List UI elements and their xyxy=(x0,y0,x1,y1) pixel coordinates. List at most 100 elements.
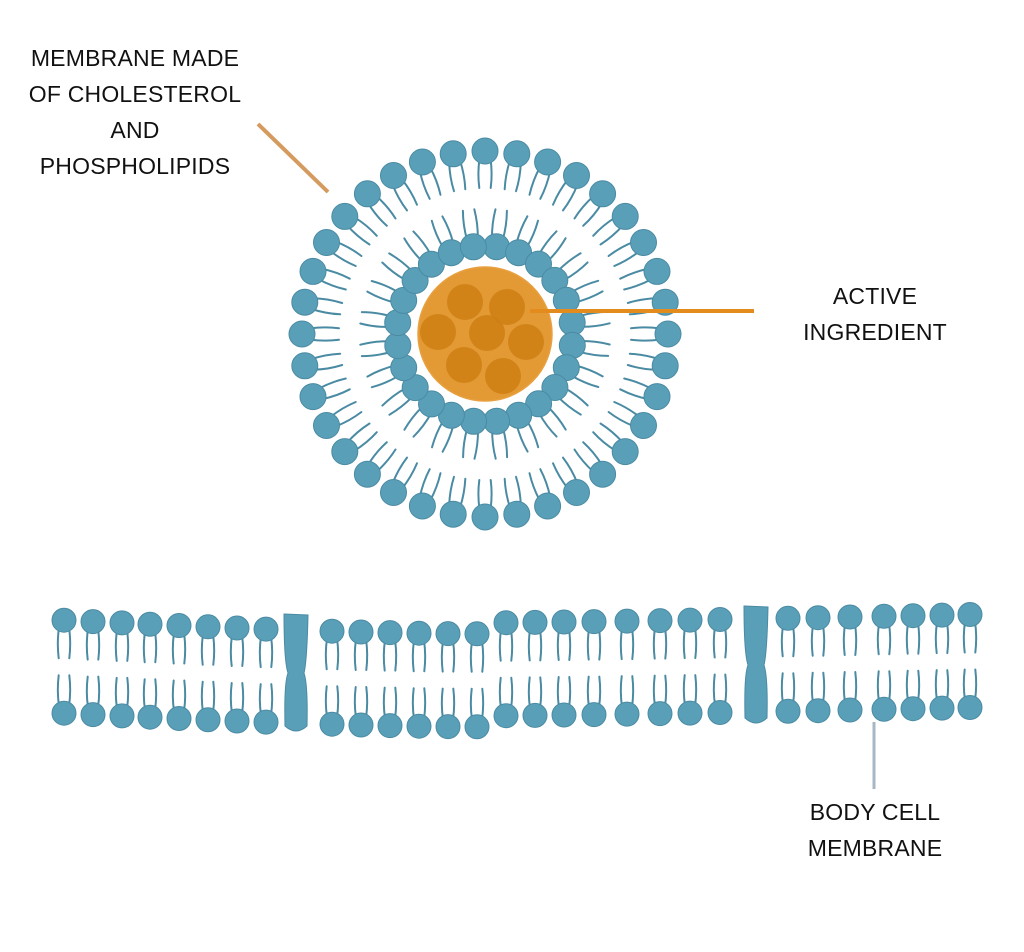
phospholipid-tail xyxy=(423,687,427,720)
phospholipid-tail xyxy=(664,626,668,660)
phospholipid xyxy=(348,686,374,738)
phospholipid-head xyxy=(647,608,673,634)
phospholipid-tail xyxy=(510,628,514,662)
phospholipid-tail xyxy=(724,625,728,659)
phospholipid-head xyxy=(534,492,562,520)
phospholipid xyxy=(493,610,519,662)
body-cell-membrane-label: BODY CELL MEMBRANE xyxy=(770,794,980,866)
phospholipid-tail xyxy=(365,638,369,671)
phospholipid-tail xyxy=(810,671,814,705)
phospholipid xyxy=(626,352,679,380)
phospholipid xyxy=(353,180,397,227)
phospholipid-tail xyxy=(527,628,531,662)
phospholipid-head xyxy=(353,180,381,208)
phospholipid-head xyxy=(137,611,163,637)
phospholipid xyxy=(493,676,519,729)
phospholipid-head xyxy=(313,412,340,439)
phospholipid-tail xyxy=(712,673,716,707)
phospholipid-tail xyxy=(336,685,340,718)
phospholipid xyxy=(406,687,432,739)
phospholipid xyxy=(871,670,897,722)
phospholipid-head xyxy=(471,137,499,165)
active-ingredient-label-line: ACTIVE xyxy=(832,283,918,309)
phospholipid-tail xyxy=(694,626,698,660)
active-ingredient-particle xyxy=(508,324,544,360)
phospholipid-tail xyxy=(682,674,686,707)
phospholipid-tail xyxy=(469,687,473,721)
phospholipid-tail xyxy=(85,627,89,661)
phospholipid xyxy=(581,675,607,728)
phospholipid-tail xyxy=(382,686,386,720)
phospholipid-tail xyxy=(336,637,340,671)
phospholipid-head xyxy=(611,438,639,466)
active-ingredient-label-line: INGREDIENT xyxy=(803,319,947,345)
phospholipid-head xyxy=(707,607,733,632)
liposome-outer-layer xyxy=(288,137,682,531)
active-ingredient-particle xyxy=(489,289,525,325)
phospholipid xyxy=(299,257,351,291)
phospholipid-tail xyxy=(353,638,357,671)
phospholipid-tail xyxy=(792,624,796,658)
phospholipid-head xyxy=(871,603,897,629)
phospholipid-head xyxy=(647,701,673,727)
phospholipid xyxy=(614,608,640,661)
phospholipid-head xyxy=(384,332,412,360)
phospholipid-head xyxy=(80,702,106,728)
phospholipid xyxy=(957,602,983,654)
phospholipid xyxy=(299,377,351,411)
membrane-label-line: AND xyxy=(110,117,160,143)
phospholipid xyxy=(459,208,487,261)
phospholipid xyxy=(408,148,442,200)
phospholipid-head xyxy=(483,407,511,435)
phospholipid-tail xyxy=(229,682,233,715)
phospholipid-head xyxy=(109,703,135,729)
phospholipid-tail xyxy=(498,676,502,710)
phospholipid-head xyxy=(589,460,617,488)
phospholipid xyxy=(377,620,403,672)
phospholipid xyxy=(471,137,499,189)
phospholipid-tail xyxy=(631,675,635,708)
active-ingredient-label: ACTIVE INGREDIENT xyxy=(770,278,980,350)
phospholipid-head xyxy=(299,257,327,285)
phospholipid-head xyxy=(377,713,403,739)
phospholipid-head xyxy=(493,610,519,636)
phospholipid xyxy=(551,609,577,661)
phospholipid-tail xyxy=(258,635,262,669)
phospholipid xyxy=(109,610,135,662)
phospholipid-tail xyxy=(682,626,686,660)
phospholipid-head xyxy=(775,605,801,631)
phospholipid-tail xyxy=(586,675,590,709)
phospholipid-head xyxy=(525,250,552,278)
phospholipid-tail xyxy=(365,686,369,719)
phospholipid xyxy=(541,252,589,294)
phospholipid-tail xyxy=(126,676,130,710)
phospholipid xyxy=(166,679,192,731)
membrane-label-line: OF CHOLESTEROL xyxy=(28,81,242,107)
phospholipid-tail xyxy=(598,675,602,709)
phospholipid xyxy=(775,605,801,658)
phospholipid-head xyxy=(805,605,831,631)
phospholipid-tail xyxy=(440,639,444,673)
phospholipid-tail xyxy=(962,668,966,702)
phospholipid-tail xyxy=(241,634,245,667)
phospholipid-tail xyxy=(56,626,60,660)
phospholipid xyxy=(503,475,531,528)
phospholipid-head xyxy=(291,352,319,380)
phospholipid xyxy=(435,687,461,740)
phospholipid-head xyxy=(581,609,607,635)
phospholipid xyxy=(573,441,617,488)
phospholipid xyxy=(551,676,577,728)
phospholipid-tail xyxy=(498,628,502,662)
phospholipid-head xyxy=(80,609,106,635)
phospholipid-head xyxy=(406,713,432,739)
phospholipid-head xyxy=(166,706,192,731)
phospholipid-head xyxy=(109,610,135,636)
phospholipid-tail xyxy=(171,631,175,665)
phospholipid-tail xyxy=(200,633,204,666)
phospholipid-tail xyxy=(270,635,274,669)
phospholipid-tail xyxy=(394,686,398,720)
phospholipid xyxy=(331,202,378,246)
phospholipid-head xyxy=(614,608,640,634)
phospholipid-head xyxy=(677,607,703,633)
phospholipid xyxy=(837,671,863,723)
